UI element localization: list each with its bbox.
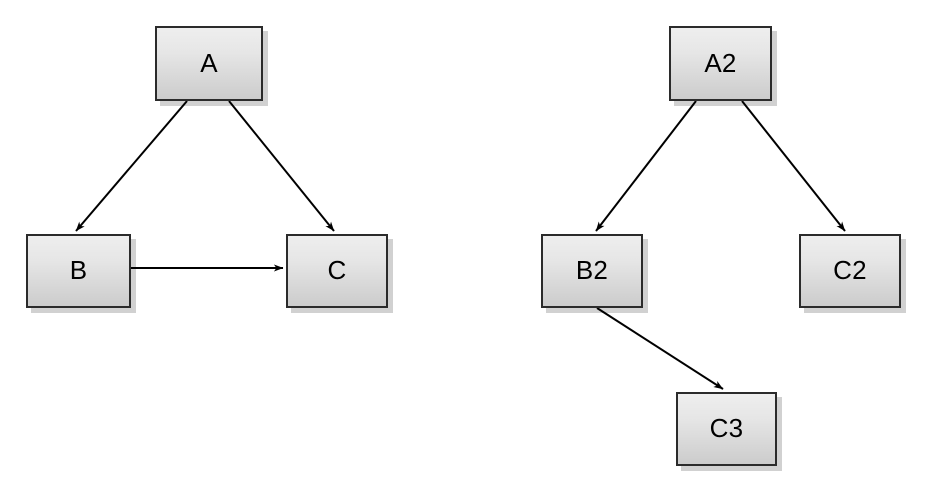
edge-a-to-c[interactable]: [228, 100, 335, 232]
node-label-a2: A2: [704, 47, 737, 78]
node-b2[interactable]: B2: [541, 234, 643, 308]
node-c2[interactable]: C2: [799, 234, 901, 308]
node-label-c2: C2: [833, 255, 867, 285]
node-c[interactable]: C: [286, 234, 388, 308]
node-label-c3: C3: [709, 413, 744, 443]
edge-a-to-b[interactable]: [75, 100, 188, 232]
node-label-b2: B2: [575, 255, 609, 285]
edge-a2-to-c2[interactable]: [741, 100, 846, 232]
node-a[interactable]: A: [155, 26, 263, 101]
node-c3[interactable]: C3: [676, 392, 777, 466]
node-b[interactable]: B: [26, 234, 131, 308]
edge-a2-to-b2[interactable]: [595, 100, 697, 232]
node-label-b: B: [69, 255, 88, 285]
edge-b2-to-c3[interactable]: [596, 307, 724, 390]
node-label-a: A: [200, 47, 218, 78]
node-a2[interactable]: A2: [669, 26, 772, 101]
edges-group: [75, 100, 846, 390]
node-label-c: C: [327, 255, 347, 285]
